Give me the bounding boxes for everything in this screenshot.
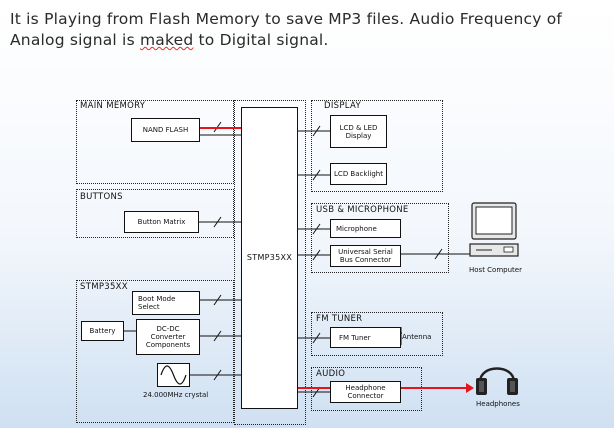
usb-connector-block: Universal Serial Bus Connector xyxy=(330,245,401,267)
stmp-core-block: STMP35XX xyxy=(241,107,298,409)
signal-arrowhead xyxy=(466,383,474,393)
heading-line-2-end: to Digital signal. xyxy=(193,31,329,49)
buttons-label: BUTTONS xyxy=(80,192,123,202)
crystal-label: 24.000MHz crystal xyxy=(143,391,209,399)
heading-line-2: Analog signal is maked to Digital signal… xyxy=(10,30,610,51)
dcdc-converter-block: DC-DC Converter Components xyxy=(136,319,200,355)
crystal-block xyxy=(157,363,190,387)
fm-tuner-block: FM Tuner xyxy=(330,327,401,348)
nand-flash-block: NAND FLASH xyxy=(131,118,200,142)
antenna-label: Antenna xyxy=(402,333,432,341)
button-matrix-block: Button Matrix xyxy=(124,211,199,233)
lcd-led-display-block: LCD & LED Display xyxy=(330,115,387,148)
stmp-core-label: STMP35XX xyxy=(246,253,293,262)
usb-connector-label: Universal Serial Bus Connector xyxy=(338,248,393,264)
boot-mode-select-label: Boot Mode Select xyxy=(138,295,176,311)
stmp-peripherals-label: STMP35XX xyxy=(80,282,128,292)
boot-mode-select-block: Boot Mode Select xyxy=(132,291,200,315)
headphone-connector-block: Headphone Connector xyxy=(330,381,401,403)
display-label: DISPLAY xyxy=(324,101,361,111)
microphone-label: Microphone xyxy=(336,224,377,233)
microphone-block: Microphone xyxy=(330,219,401,238)
sine-wave-icon xyxy=(160,365,187,385)
dcdc-converter-label: DC-DC Converter Components xyxy=(145,325,191,349)
host-computer-icon xyxy=(469,202,519,257)
nand-flash-label: NAND FLASH xyxy=(142,126,189,134)
usb-microphone-label: USB & MICROPHONE xyxy=(316,205,409,215)
headphones-label: Headphones xyxy=(476,400,520,408)
slide-heading: It is Playing from Flash Memory to save … xyxy=(10,9,610,51)
main-memory-group xyxy=(76,100,234,184)
headphone-connector-label: Headphone Connector xyxy=(345,384,386,400)
headphones-icon xyxy=(476,367,518,395)
battery-block: Battery xyxy=(81,321,124,341)
audio-label: AUDIO xyxy=(316,369,346,379)
lcd-led-display-label: LCD & LED Display xyxy=(339,123,378,140)
host-computer-label: Host Computer xyxy=(469,266,522,274)
fm-tuner-label: FM Tuner xyxy=(339,333,371,342)
main-memory-label: MAIN MEMORY xyxy=(80,101,146,111)
lcd-backlight-block: LCD Backlight xyxy=(330,163,387,185)
battery-label: Battery xyxy=(89,327,116,335)
heading-line-1: It is Playing from Flash Memory to save … xyxy=(10,10,563,28)
button-matrix-label: Button Matrix xyxy=(137,218,186,226)
lcd-backlight-label: LCD Backlight xyxy=(334,170,383,178)
heading-line-2-start: Analog signal is xyxy=(10,31,140,49)
fm-tuner-label: FM TUNER xyxy=(316,314,363,324)
heading-misspelled-word: maked xyxy=(139,31,194,49)
